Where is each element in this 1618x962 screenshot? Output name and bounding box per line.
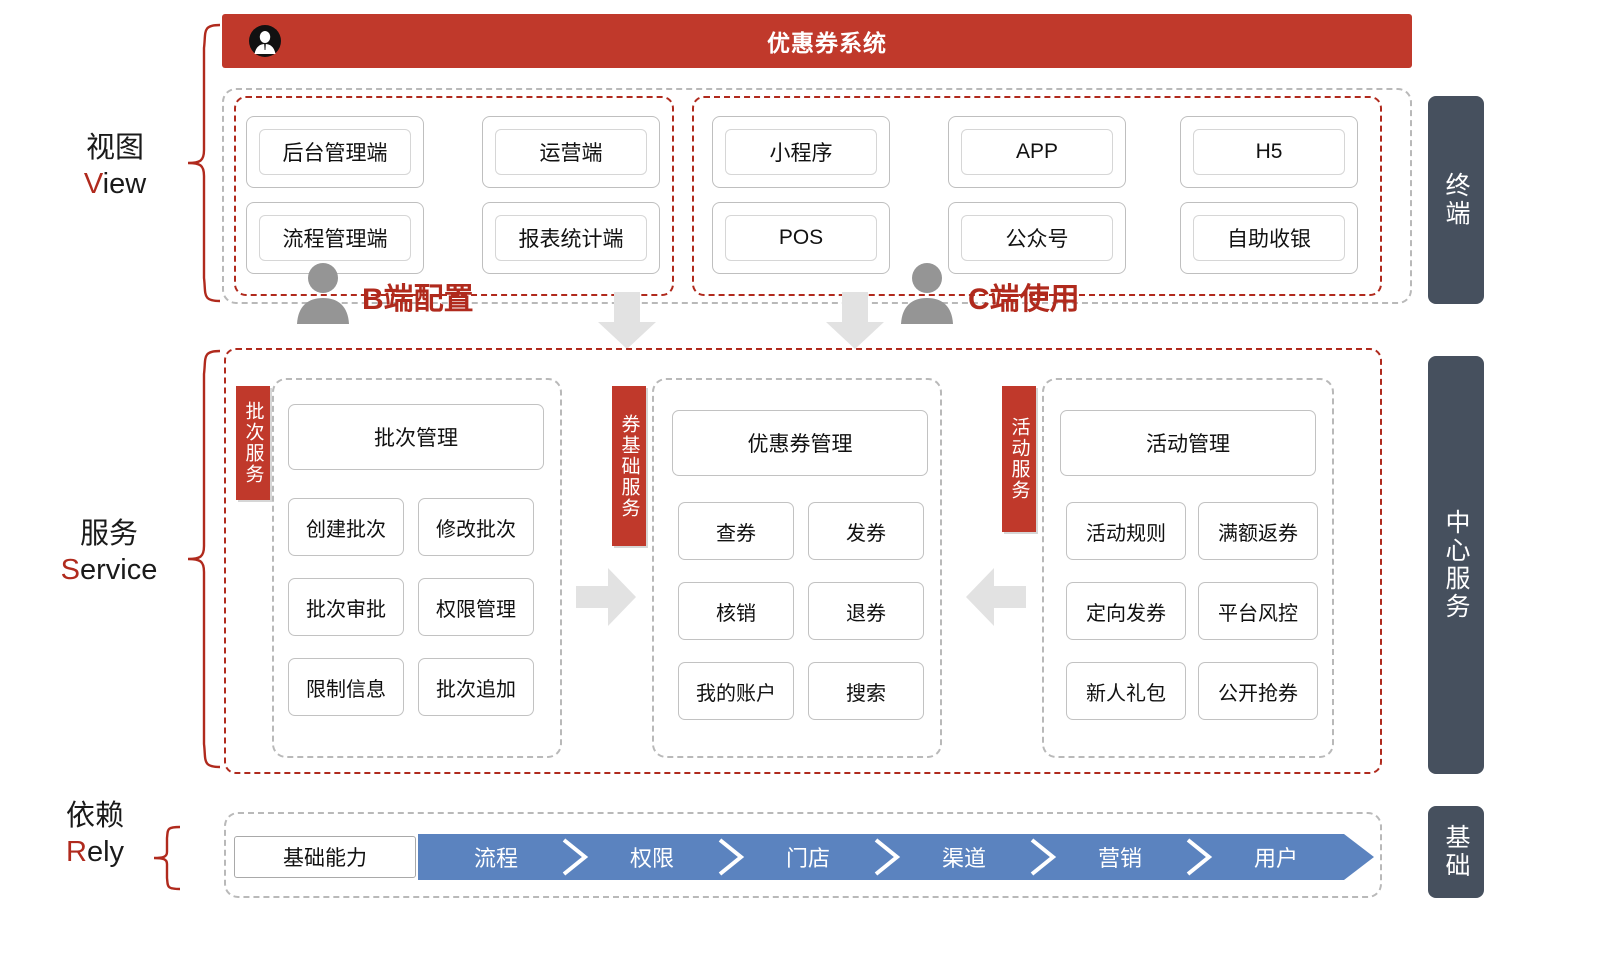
- service-group-coupon-base: [652, 378, 942, 758]
- service-cell-my-account: 我的账户: [678, 662, 794, 720]
- service-cell-refund-coupon: 退券: [808, 582, 924, 640]
- service-cell-newcomer-gift: 新人礼包: [1066, 662, 1186, 720]
- rely-chevron-store: 门店: [785, 846, 831, 871]
- rely-brace: [153, 825, 181, 891]
- down-arrow-c: [826, 292, 884, 349]
- view-initial: V: [83, 168, 103, 201]
- service-group-activity: [1042, 378, 1334, 758]
- view-box-operations-label: 运营端: [495, 129, 647, 175]
- left-arrow-activity-to-coupon: [966, 568, 1026, 626]
- rely-initial: R: [65, 836, 87, 869]
- view-layer-container: [222, 88, 1412, 304]
- down-arrow-b: [598, 292, 656, 349]
- rely-chevron-marketing: 营销: [1097, 846, 1143, 871]
- c-side-person-icon: [901, 263, 953, 324]
- service-cell-search: 搜索: [808, 662, 924, 720]
- view-box-miniprogram: 小程序: [712, 116, 890, 188]
- service-tag-batch: 批次服务: [236, 386, 270, 500]
- view-box-report-stats: 报表统计端: [482, 202, 660, 274]
- view-box-self-checkout-label: 自助收银: [1193, 215, 1345, 261]
- service-head-batch: 批次管理: [288, 404, 544, 470]
- service-tag-activity: 活动服务: [1002, 386, 1036, 532]
- service-tag-coupon-base: 券基础服务: [612, 386, 646, 546]
- page-title: 优惠券系统: [767, 30, 887, 56]
- view-box-pos: POS: [712, 202, 890, 274]
- layer-label-service: 服务 Service: [60, 518, 158, 587]
- service-initial: S: [60, 554, 80, 587]
- view-box-official-account-label: 公众号: [961, 215, 1113, 261]
- view-box-app-label: APP: [961, 129, 1113, 175]
- b-side-callout: B端配置: [362, 283, 474, 316]
- service-cell-permission-mgmt: 权限管理: [418, 578, 534, 636]
- service-group-batch: [272, 378, 562, 758]
- view-box-h5: H5: [1180, 116, 1358, 188]
- view-brace: [187, 23, 221, 303]
- view-box-official-account: 公众号: [948, 202, 1126, 274]
- service-cell-limit-info: 限制信息: [288, 658, 404, 716]
- service-brace: [187, 349, 221, 769]
- c-side-group: [692, 96, 1382, 296]
- view-box-pos-label: POS: [725, 215, 877, 261]
- layer-label-rely: 依赖 Rely: [65, 800, 125, 869]
- b-side-group: [234, 96, 674, 296]
- service-cell-batch-append: 批次追加: [418, 658, 534, 716]
- service-head-coupon: 优惠券管理: [672, 410, 928, 476]
- view-box-backend-admin-label: 后台管理端: [259, 129, 411, 175]
- service-layer-container: [224, 348, 1382, 774]
- user-avatar-icon: [248, 24, 282, 58]
- service-cell-issue-coupon: 发券: [808, 502, 924, 560]
- service-cell-platform-risk: 平台风控: [1198, 582, 1318, 640]
- service-head-activity: 活动管理: [1060, 410, 1316, 476]
- service-cell-create-batch: 创建批次: [288, 498, 404, 556]
- rely-basic-capability: 基础能力: [234, 836, 416, 878]
- service-cell-targeted-issue: 定向发券: [1066, 582, 1186, 640]
- rely-chevron-strip: 流程 权限 门店 渠道 营销 用户: [418, 834, 1374, 880]
- layer-label-view: 视图 View: [83, 132, 147, 201]
- service-cell-public-grab: 公开抢券: [1198, 662, 1318, 720]
- view-box-operations: 运营端: [482, 116, 660, 188]
- view-box-h5-label: H5: [1193, 129, 1345, 175]
- rely-chevron-user: 用户: [1253, 846, 1299, 871]
- service-cell-activity-rules: 活动规则: [1066, 502, 1186, 560]
- service-cell-query-coupon: 查券: [678, 502, 794, 560]
- view-box-self-checkout: 自助收银: [1180, 202, 1358, 274]
- view-box-miniprogram-label: 小程序: [725, 129, 877, 175]
- service-cell-modify-batch: 修改批次: [418, 498, 534, 556]
- rely-chevron-process: 流程: [473, 846, 519, 871]
- rely-layer-container: [224, 812, 1382, 898]
- b-side-person-icon: [297, 263, 349, 324]
- rely-chevron-channel: 渠道: [941, 846, 987, 871]
- view-box-backend-admin: 后台管理端: [246, 116, 424, 188]
- service-cell-full-amount-return: 满额返券: [1198, 502, 1318, 560]
- service-cell-batch-approval: 批次审批: [288, 578, 404, 636]
- view-box-process-admin-label: 流程管理端: [259, 215, 411, 261]
- right-arrow-batch-to-coupon: [576, 568, 636, 626]
- view-box-report-stats-label: 报表统计端: [495, 215, 647, 261]
- right-label-foundation: 基础: [1428, 806, 1484, 898]
- rely-chevron-permission: 权限: [629, 846, 675, 871]
- service-cell-redeem: 核销: [678, 582, 794, 640]
- right-label-terminal: 终端: [1428, 96, 1484, 304]
- c-side-callout: C端使用: [968, 283, 1080, 316]
- system-title-bar: 优惠券系统: [222, 14, 1412, 68]
- view-box-process-admin: 流程管理端: [246, 202, 424, 274]
- right-label-center-service: 中心服务: [1428, 356, 1484, 774]
- view-box-app: APP: [948, 116, 1126, 188]
